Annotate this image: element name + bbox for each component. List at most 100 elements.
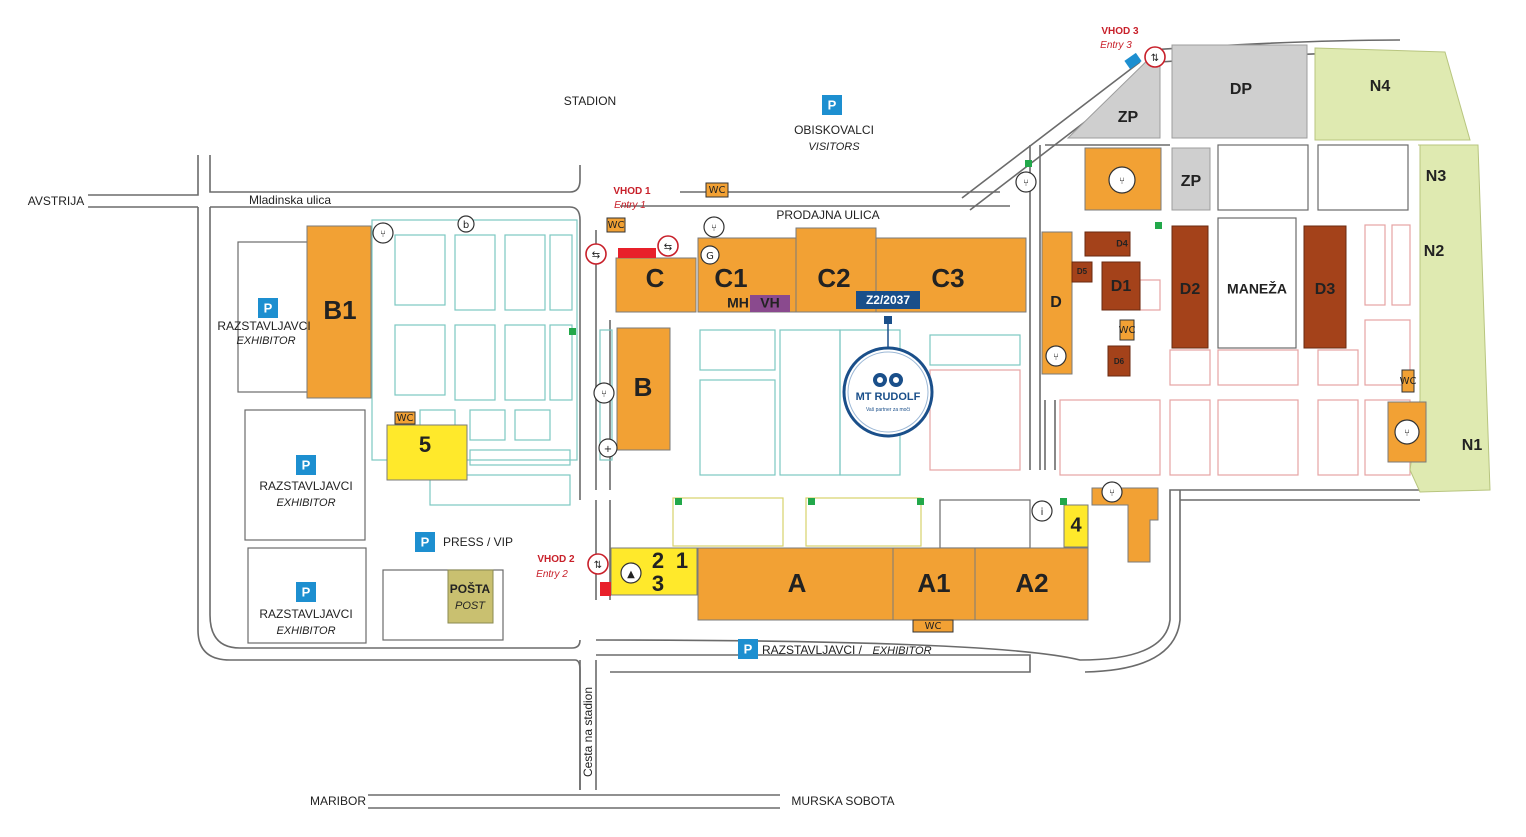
area-zp-north-label: ZP bbox=[1118, 109, 1139, 126]
parking-exhibitor-2[interactable]: P RAZSTAVLJAVCI EXHIBITOR bbox=[259, 455, 353, 509]
entry-2[interactable]: VHOD 2 Entry 2 ⇅ bbox=[536, 553, 611, 596]
parking-visitors[interactable]: P OBISKOVALCI VISITORS bbox=[794, 95, 874, 153]
hall-2-label: 2 bbox=[652, 548, 664, 573]
restaurant-icon: ⑂ bbox=[372, 222, 394, 244]
hall-5[interactable] bbox=[386, 424, 468, 481]
area-dp bbox=[1171, 44, 1308, 139]
restaurant-icon: ⑂ bbox=[593, 382, 615, 404]
taxi-icon: ▲ bbox=[620, 562, 642, 584]
restaurant-icon: ⑂ bbox=[1045, 345, 1067, 367]
restaurant-icon: ⑂ bbox=[1108, 166, 1136, 194]
hall-maneza-label: MANEŽA bbox=[1227, 280, 1287, 297]
svg-text:VHOD 1: VHOD 1 bbox=[613, 186, 651, 197]
entry-3[interactable]: VHOD 3 Entry 3 ⇅ bbox=[1100, 26, 1166, 70]
entry-1b-turnstile-icon bbox=[657, 235, 679, 257]
hall-vh-label: VH bbox=[760, 295, 779, 311]
svg-text:EXHIBITOR: EXHIBITOR bbox=[276, 497, 335, 509]
svg-text:RAZSTAVLJAVCI: RAZSTAVLJAVCI bbox=[217, 319, 310, 333]
svg-text:PRESS / VIP: PRESS / VIP bbox=[443, 535, 513, 549]
restaurant-icon: ⑂ bbox=[1394, 419, 1420, 445]
area-n1-label: N1 bbox=[1462, 437, 1483, 454]
label-stadion: STADION bbox=[564, 94, 616, 108]
svg-text:WC: WC bbox=[709, 185, 726, 196]
svg-text:⑂: ⑂ bbox=[1109, 488, 1115, 499]
hall-c1-label: C1 bbox=[714, 263, 747, 293]
gas-station-icon: G bbox=[700, 245, 720, 265]
hall-a2[interactable] bbox=[974, 547, 1089, 621]
svg-text:WC: WC bbox=[608, 220, 625, 231]
svg-text:⑂: ⑂ bbox=[1404, 428, 1410, 439]
parking-press-vip[interactable]: P PRESS / VIP bbox=[415, 532, 513, 552]
hall-d-label: D bbox=[1050, 294, 1062, 311]
area-n2-label: N2 bbox=[1424, 243, 1445, 260]
hall-a1[interactable] bbox=[892, 547, 976, 621]
hall-d2[interactable] bbox=[1171, 225, 1209, 349]
hall-d5[interactable] bbox=[1071, 261, 1093, 283]
svg-text:WC: WC bbox=[1400, 376, 1417, 387]
restaurant-icon: ⑂ bbox=[1015, 171, 1037, 193]
hall-b1[interactable] bbox=[306, 225, 372, 399]
hall-c2-label: C2 bbox=[817, 263, 850, 293]
parking-exhibitor-3[interactable]: P RAZSTAVLJAVCI EXHIBITOR bbox=[259, 582, 353, 637]
hall-d3[interactable] bbox=[1303, 225, 1347, 349]
facility-icons: ⑂ ⑂ ⑂ ⑂ ⑂ ⑂ ⑂ ⑂ b G + i ▲ WC WC WC WC WC… bbox=[372, 160, 1420, 633]
hall-d4[interactable] bbox=[1084, 231, 1131, 257]
restaurant-icon: ⑂ bbox=[1101, 481, 1123, 503]
grid-pink-area bbox=[929, 224, 1411, 476]
hall-d2-label: D2 bbox=[1180, 281, 1201, 298]
hall-maneza[interactable] bbox=[1217, 217, 1297, 349]
svg-text:RAZSTAVLJAVCI /: RAZSTAVLJAVCI / bbox=[762, 643, 863, 657]
green-marker-icon bbox=[675, 498, 682, 505]
bank-icon: b bbox=[457, 215, 475, 233]
road-labels: STADION AVSTRIJA Mladinska ulica PRODAJN… bbox=[28, 94, 895, 808]
label-prodajna: PRODAJNA ULICA bbox=[776, 208, 879, 222]
area-n4 bbox=[1314, 47, 1471, 141]
hall-d6[interactable] bbox=[1107, 345, 1131, 377]
wc-icon: WC bbox=[1119, 319, 1136, 341]
svg-text:P: P bbox=[828, 97, 837, 112]
svg-text:VHOD 2: VHOD 2 bbox=[537, 554, 575, 565]
wc-icon: WC bbox=[394, 411, 416, 425]
first-aid-icon: + bbox=[598, 438, 618, 458]
parking-exhibitor-1[interactable]: P RAZSTAVLJAVCI EXHIBITOR bbox=[217, 298, 311, 347]
booth-marker[interactable]: Z2/2037 MT RUDOLF Vaš partner za moči bbox=[842, 291, 934, 438]
hall-d1[interactable] bbox=[1101, 261, 1141, 311]
wc-icon: WC bbox=[1400, 369, 1417, 393]
entry-2-turnstile-icon bbox=[587, 553, 609, 575]
parking-markers: P OBISKOVALCI VISITORS P RAZSTAVLJAVCI E… bbox=[217, 95, 932, 659]
grid-yellow-area bbox=[672, 497, 922, 547]
road-network bbox=[88, 39, 1421, 809]
svg-text:EXHIBITOR: EXHIBITOR bbox=[276, 625, 335, 637]
svg-text:RAZSTAVLJAVCI: RAZSTAVLJAVCI bbox=[259, 607, 352, 621]
hall-a[interactable] bbox=[697, 547, 894, 621]
info-icon: i bbox=[1031, 500, 1053, 522]
hall-4[interactable] bbox=[1063, 504, 1089, 548]
hall-b[interactable] bbox=[616, 327, 671, 451]
company-name: MT RUDOLF bbox=[856, 391, 921, 403]
hall-labels: B1 B C C1 C2 C3 MH VH D D1 D2 D3 D4 D5 D… bbox=[323, 78, 1482, 612]
svg-text:WC: WC bbox=[1119, 325, 1136, 336]
svg-text:⑂: ⑂ bbox=[1119, 176, 1125, 187]
svg-text:▲: ▲ bbox=[627, 569, 635, 580]
hall-annex-east bbox=[1091, 487, 1159, 563]
hall-d3-label: D3 bbox=[1315, 281, 1336, 298]
svg-text:G: G bbox=[706, 251, 714, 262]
hall-c[interactable] bbox=[615, 257, 697, 313]
area-dp-label: DP bbox=[1230, 81, 1253, 98]
svg-text:P: P bbox=[302, 584, 311, 599]
svg-text:⑂: ⑂ bbox=[1053, 352, 1059, 363]
hall-d6-label: D6 bbox=[1114, 357, 1125, 366]
hall-c3-label: C3 bbox=[931, 263, 964, 293]
entry-1[interactable]: VHOD 1 Entry 1 ⇆ ⇆ bbox=[585, 186, 679, 265]
hall-c-label: C bbox=[646, 263, 665, 293]
restaurant-icon: ⑂ bbox=[703, 216, 725, 238]
svg-text:VHOD 3: VHOD 3 bbox=[1101, 26, 1139, 37]
hall-a-label: A bbox=[788, 568, 807, 598]
svg-text:RAZSTAVLJAVCI: RAZSTAVLJAVCI bbox=[259, 479, 352, 493]
area-n1-n2-n3 bbox=[1409, 144, 1491, 493]
parking-bottom-exhibitor[interactable]: P RAZSTAVLJAVCI / EXHIBITOR bbox=[738, 639, 932, 659]
grey-areas bbox=[1066, 44, 1308, 211]
hall-a1-label: A1 bbox=[917, 568, 950, 598]
entries: VHOD 1 Entry 1 ⇆ ⇆ VHOD 2 Entry 2 ⇅ VHOD… bbox=[536, 26, 1166, 596]
svg-text:⇅: ⇅ bbox=[1151, 53, 1159, 64]
